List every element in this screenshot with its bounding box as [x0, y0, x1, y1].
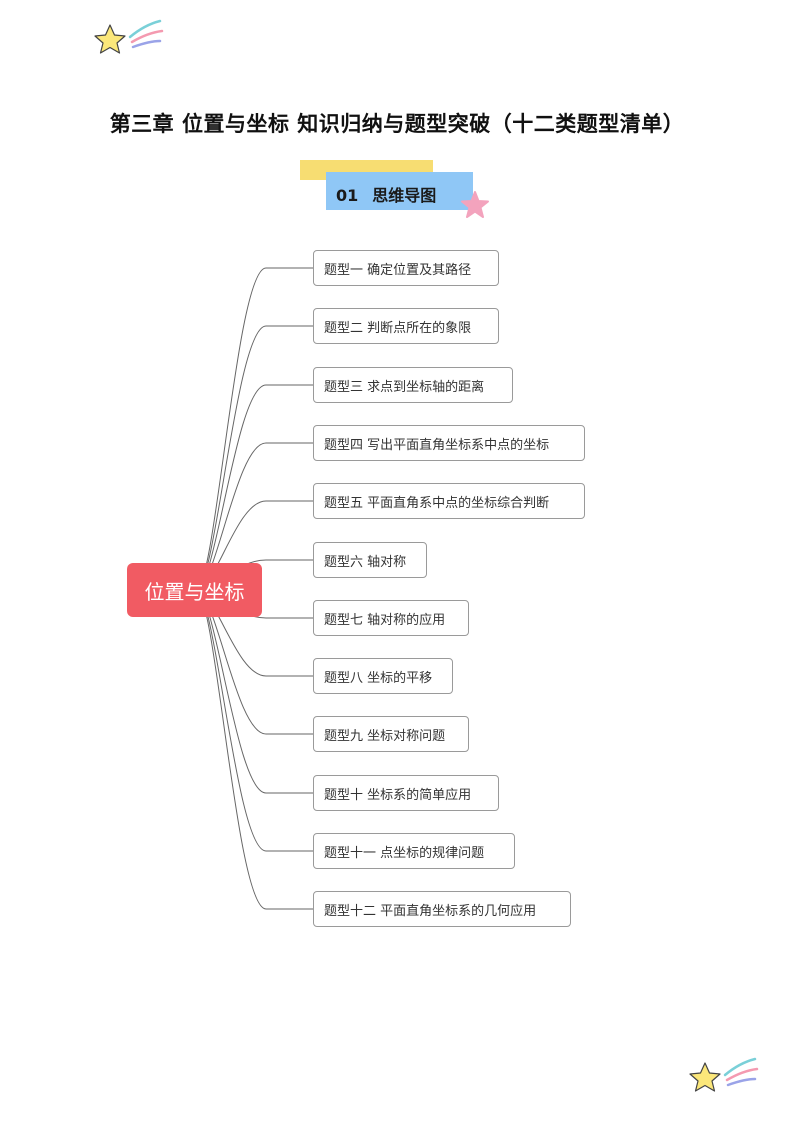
document-title: 第三章 位置与坐标 知识归纳与题型突破（十二类题型清单）	[109, 112, 685, 136]
section-number: 01	[336, 186, 359, 205]
mindmap-branch-node[interactable]: 题型十一 点坐标的规律问题	[313, 833, 515, 869]
mindmap-branch-node[interactable]: 题型五 平面直角系中点的坐标综合判断	[313, 483, 585, 519]
mindmap-branch-node[interactable]: 题型八 坐标的平移	[313, 658, 453, 694]
shooting-star-icon-top	[94, 19, 164, 54]
section-header: 01 思维导图	[300, 160, 500, 220]
mindmap-branch-node[interactable]: 题型九 坐标对称问题	[313, 716, 469, 752]
section-label: 01 思维导图	[336, 182, 436, 206]
mindmap-branch-node[interactable]: 题型十 坐标系的简单应用	[313, 775, 499, 811]
section-title: 思维导图	[372, 186, 437, 205]
mindmap-branch-node[interactable]: 题型四 写出平面直角坐标系中点的坐标	[313, 425, 585, 461]
mindmap-branch-node[interactable]: 题型十二 平面直角坐标系的几何应用	[313, 891, 571, 927]
mindmap-connector-line	[195, 589, 313, 910]
mindmap-branch-node[interactable]: 题型七 轴对称的应用	[313, 600, 469, 636]
shooting-star-icon-corner	[689, 1057, 759, 1092]
mindmap-branch-node[interactable]: 题型二 判断点所在的象限	[313, 308, 499, 344]
mindmap-branch-node[interactable]: 题型六 轴对称	[313, 542, 427, 578]
mindmap-branch-node[interactable]: 题型一 确定位置及其路径	[313, 250, 499, 286]
mindmap-connector-line	[195, 267, 313, 591]
header-blue-bar	[326, 172, 473, 210]
mindmap-branch-node[interactable]: 题型三 求点到坐标轴的距离	[313, 367, 513, 403]
pink-star-icon	[461, 191, 489, 218]
mindmap-center-node[interactable]: 位置与坐标	[127, 563, 262, 617]
